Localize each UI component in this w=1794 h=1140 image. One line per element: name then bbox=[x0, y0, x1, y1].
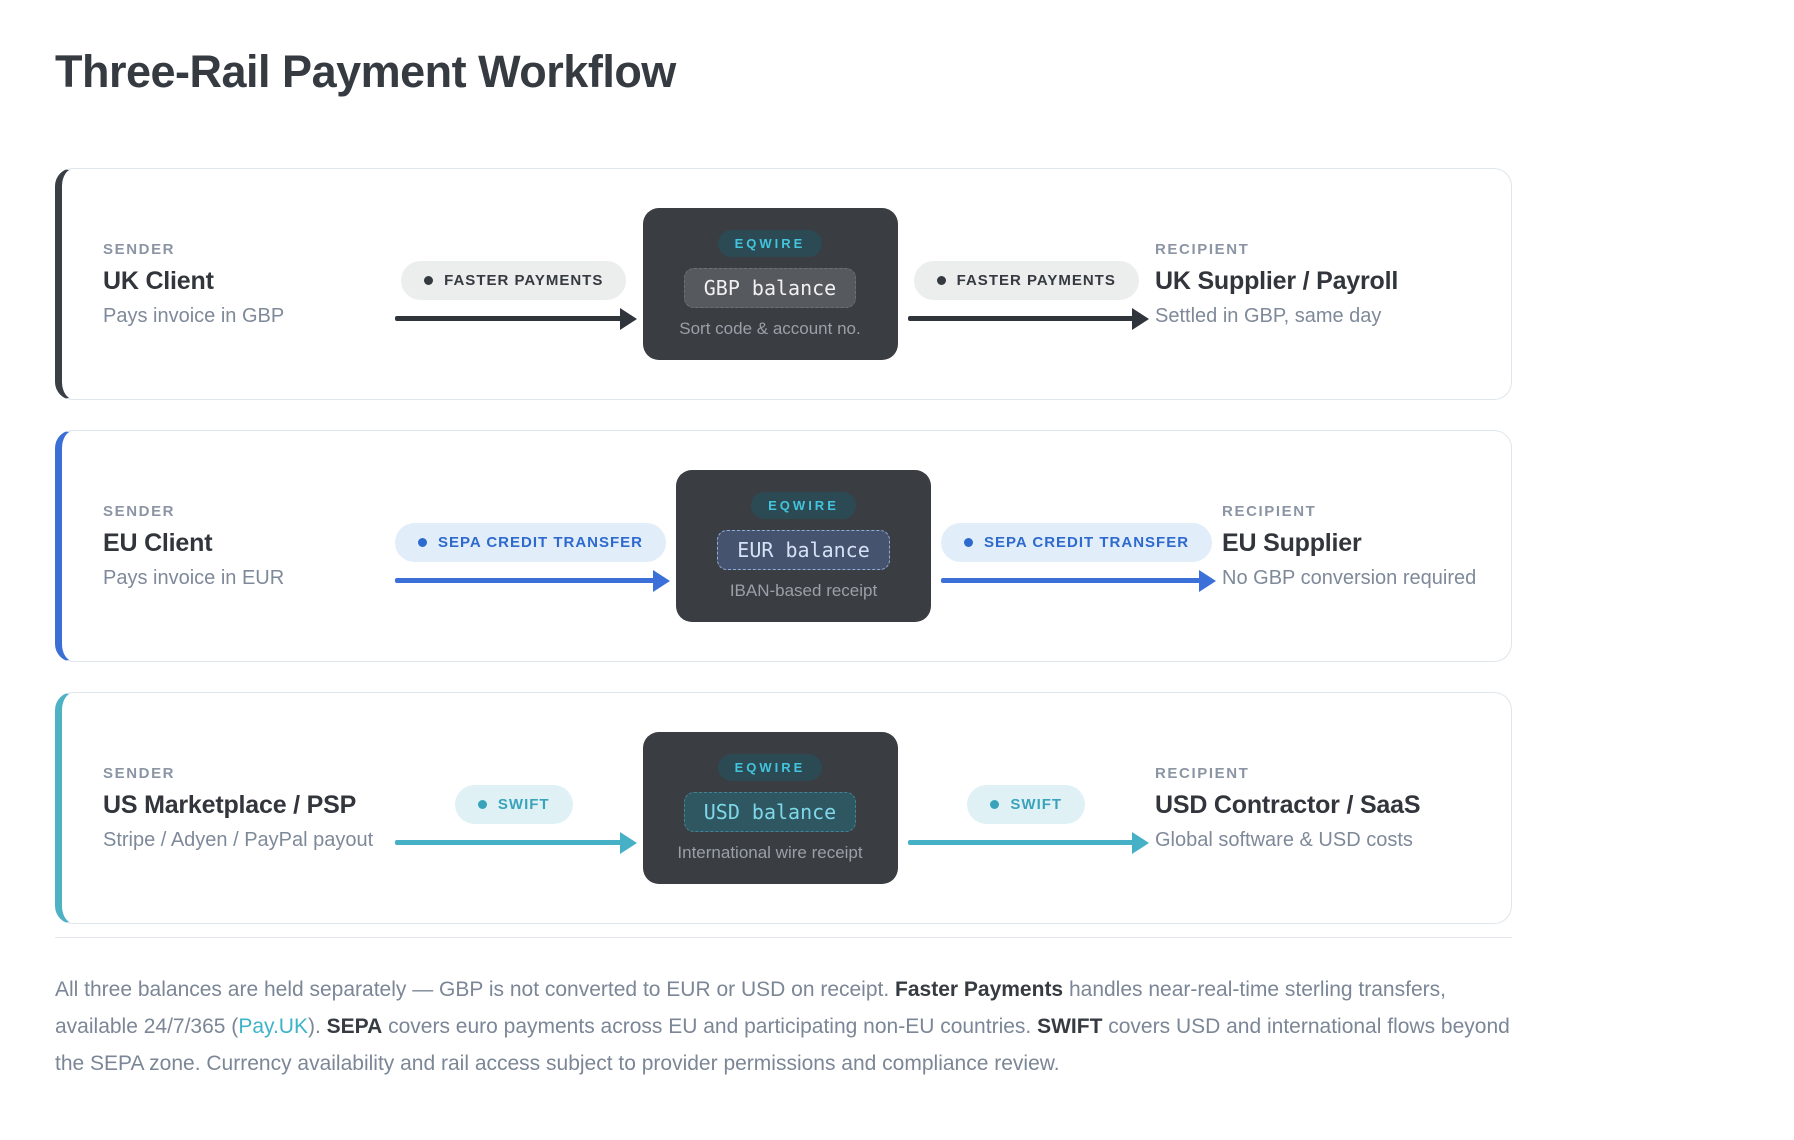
rail-pill: SEPA CREDIT TRANSFER bbox=[941, 523, 1213, 562]
sender-name: EU Client bbox=[103, 528, 213, 557]
rail-connector-right: SWIFT bbox=[898, 785, 1156, 845]
rail-card-swift: SENDER US Marketplace / PSP Stripe / Ady… bbox=[55, 692, 1512, 924]
arrow-right-icon bbox=[907, 316, 1145, 321]
footnote-segment: SWIFT bbox=[1037, 1015, 1103, 1038]
balance-caption: IBAN-based receipt bbox=[729, 580, 878, 600]
eqwire-badge: EQWIRE bbox=[717, 229, 823, 257]
rail-dot-icon bbox=[936, 276, 946, 285]
card-inner: SENDER US Marketplace / PSP Stripe / Ady… bbox=[62, 693, 1511, 923]
footnote-segment: ). bbox=[307, 1015, 327, 1038]
rail-connector-right: FASTER PAYMENTS bbox=[898, 261, 1156, 321]
page: Three-Rail Payment Workflow SENDER UK Cl… bbox=[0, 0, 1794, 1082]
recipient-block: RECIPIENT UK Supplier / Payroll Settled … bbox=[1155, 241, 1467, 328]
footnote-segment: covers euro payments across EU and parti… bbox=[382, 1015, 1038, 1038]
arrow-right-icon bbox=[907, 840, 1145, 845]
balance-caption: Sort code & account no. bbox=[679, 318, 861, 338]
recipient-block: RECIPIENT EU Supplier No GBP conversion … bbox=[1222, 503, 1534, 590]
arrow-right-icon bbox=[395, 578, 667, 583]
rail-pill: SWIFT bbox=[454, 785, 573, 824]
sender-desc: Pays invoice in EUR bbox=[103, 566, 285, 589]
footnote-segment: handles near-real-time sterling transfer… bbox=[55, 978, 1446, 1038]
sender-label: SENDER bbox=[103, 240, 176, 258]
rail-dot-icon bbox=[418, 538, 427, 547]
rail-connector-right: SEPA CREDIT TRANSFER bbox=[931, 523, 1222, 583]
rail-pill: SWIFT bbox=[967, 785, 1086, 824]
card-inner: SENDER EU Client Pays invoice in EUR SEP… bbox=[62, 431, 1511, 661]
rail-label: SEPA CREDIT TRANSFER bbox=[438, 534, 644, 551]
eqwire-badge: EQWIRE bbox=[717, 753, 823, 781]
balance-pill: USD balance bbox=[683, 791, 857, 832]
recipient-name: UK Supplier / Payroll bbox=[1155, 266, 1399, 295]
rail-dot-icon bbox=[990, 800, 1000, 809]
footnote-segment: SEPA bbox=[326, 1015, 383, 1038]
rail-pill: SEPA CREDIT TRANSFER bbox=[395, 523, 667, 562]
footnote: All three balances are held separately —… bbox=[55, 971, 1515, 1082]
sender-label: SENDER bbox=[103, 502, 176, 520]
footnote-segment: All three balances are held separately —… bbox=[55, 978, 896, 1001]
rail-card-sepa: SENDER EU Client Pays invoice in EUR SEP… bbox=[55, 430, 1512, 662]
arrow-right-icon bbox=[395, 840, 633, 845]
recipient-name: USD Contractor / SaaS bbox=[1155, 790, 1421, 819]
arrow-right-icon bbox=[395, 316, 633, 321]
recipient-name: EU Supplier bbox=[1222, 528, 1362, 557]
page-title: Three-Rail Payment Workflow bbox=[55, 46, 676, 97]
recipient-block: RECIPIENT USD Contractor / SaaS Global s… bbox=[1155, 765, 1467, 852]
sender-desc: Pays invoice in GBP bbox=[103, 304, 285, 327]
card-inner: SENDER UK Client Pays invoice in GBP FAS… bbox=[62, 169, 1511, 399]
rail-dot-icon bbox=[964, 538, 974, 547]
recipient-desc: Global software & USD costs bbox=[1155, 828, 1413, 851]
eqwire-hub: EQWIRE USD balance International wire re… bbox=[642, 732, 898, 884]
footer-divider bbox=[55, 937, 1512, 938]
balance-pill: EUR balance bbox=[717, 529, 890, 570]
rail-label: FASTER PAYMENTS bbox=[444, 272, 604, 289]
eqwire-hub: EQWIRE GBP balance Sort code & account n… bbox=[642, 208, 898, 360]
recipient-desc: Settled in GBP, same day bbox=[1155, 304, 1382, 327]
sender-block: SENDER UK Client Pays invoice in GBP bbox=[103, 241, 385, 328]
balance-caption: International wire receipt bbox=[677, 842, 863, 862]
recipient-label: RECIPIENT bbox=[1222, 502, 1317, 520]
rail-pill: FASTER PAYMENTS bbox=[401, 261, 627, 300]
rail-label: SEPA CREDIT TRANSFER bbox=[984, 534, 1190, 551]
sender-block: SENDER US Marketplace / PSP Stripe / Ady… bbox=[103, 765, 385, 852]
rail-dot-icon bbox=[424, 276, 434, 285]
sender-desc: Stripe / Adyen / PayPal payout bbox=[103, 828, 374, 851]
footnote-segment: Faster Payments bbox=[895, 978, 1064, 1001]
rail-connector-left: SWIFT bbox=[385, 785, 643, 845]
recipient-label: RECIPIENT bbox=[1155, 764, 1250, 782]
recipient-desc: No GBP conversion required bbox=[1222, 566, 1477, 589]
rail-pill: FASTER PAYMENTS bbox=[913, 261, 1139, 300]
rail-dot-icon bbox=[477, 800, 487, 809]
eqwire-hub: EQWIRE EUR balance IBAN-based receipt bbox=[676, 470, 932, 622]
rail-label: SWIFT bbox=[497, 796, 550, 813]
sender-label: SENDER bbox=[103, 764, 176, 782]
balance-pill: GBP balance bbox=[683, 267, 857, 308]
rail-connector-left: SEPA CREDIT TRANSFER bbox=[385, 523, 676, 583]
recipient-label: RECIPIENT bbox=[1155, 240, 1250, 258]
rail-label: FASTER PAYMENTS bbox=[956, 272, 1116, 289]
sender-name: UK Client bbox=[103, 266, 214, 295]
sender-block: SENDER EU Client Pays invoice in EUR bbox=[103, 503, 385, 590]
rail-card-faster-payments: SENDER UK Client Pays invoice in GBP FAS… bbox=[55, 168, 1512, 400]
eqwire-badge: EQWIRE bbox=[751, 491, 856, 519]
rail-connector-left: FASTER PAYMENTS bbox=[385, 261, 643, 321]
arrow-right-icon bbox=[941, 578, 1213, 583]
footnote-segment: covers USD and international flows beyon… bbox=[55, 1015, 1510, 1075]
sender-name: US Marketplace / PSP bbox=[103, 790, 357, 819]
payuk-link[interactable]: Pay.UK bbox=[238, 1015, 308, 1038]
rail-label: SWIFT bbox=[1010, 796, 1063, 813]
